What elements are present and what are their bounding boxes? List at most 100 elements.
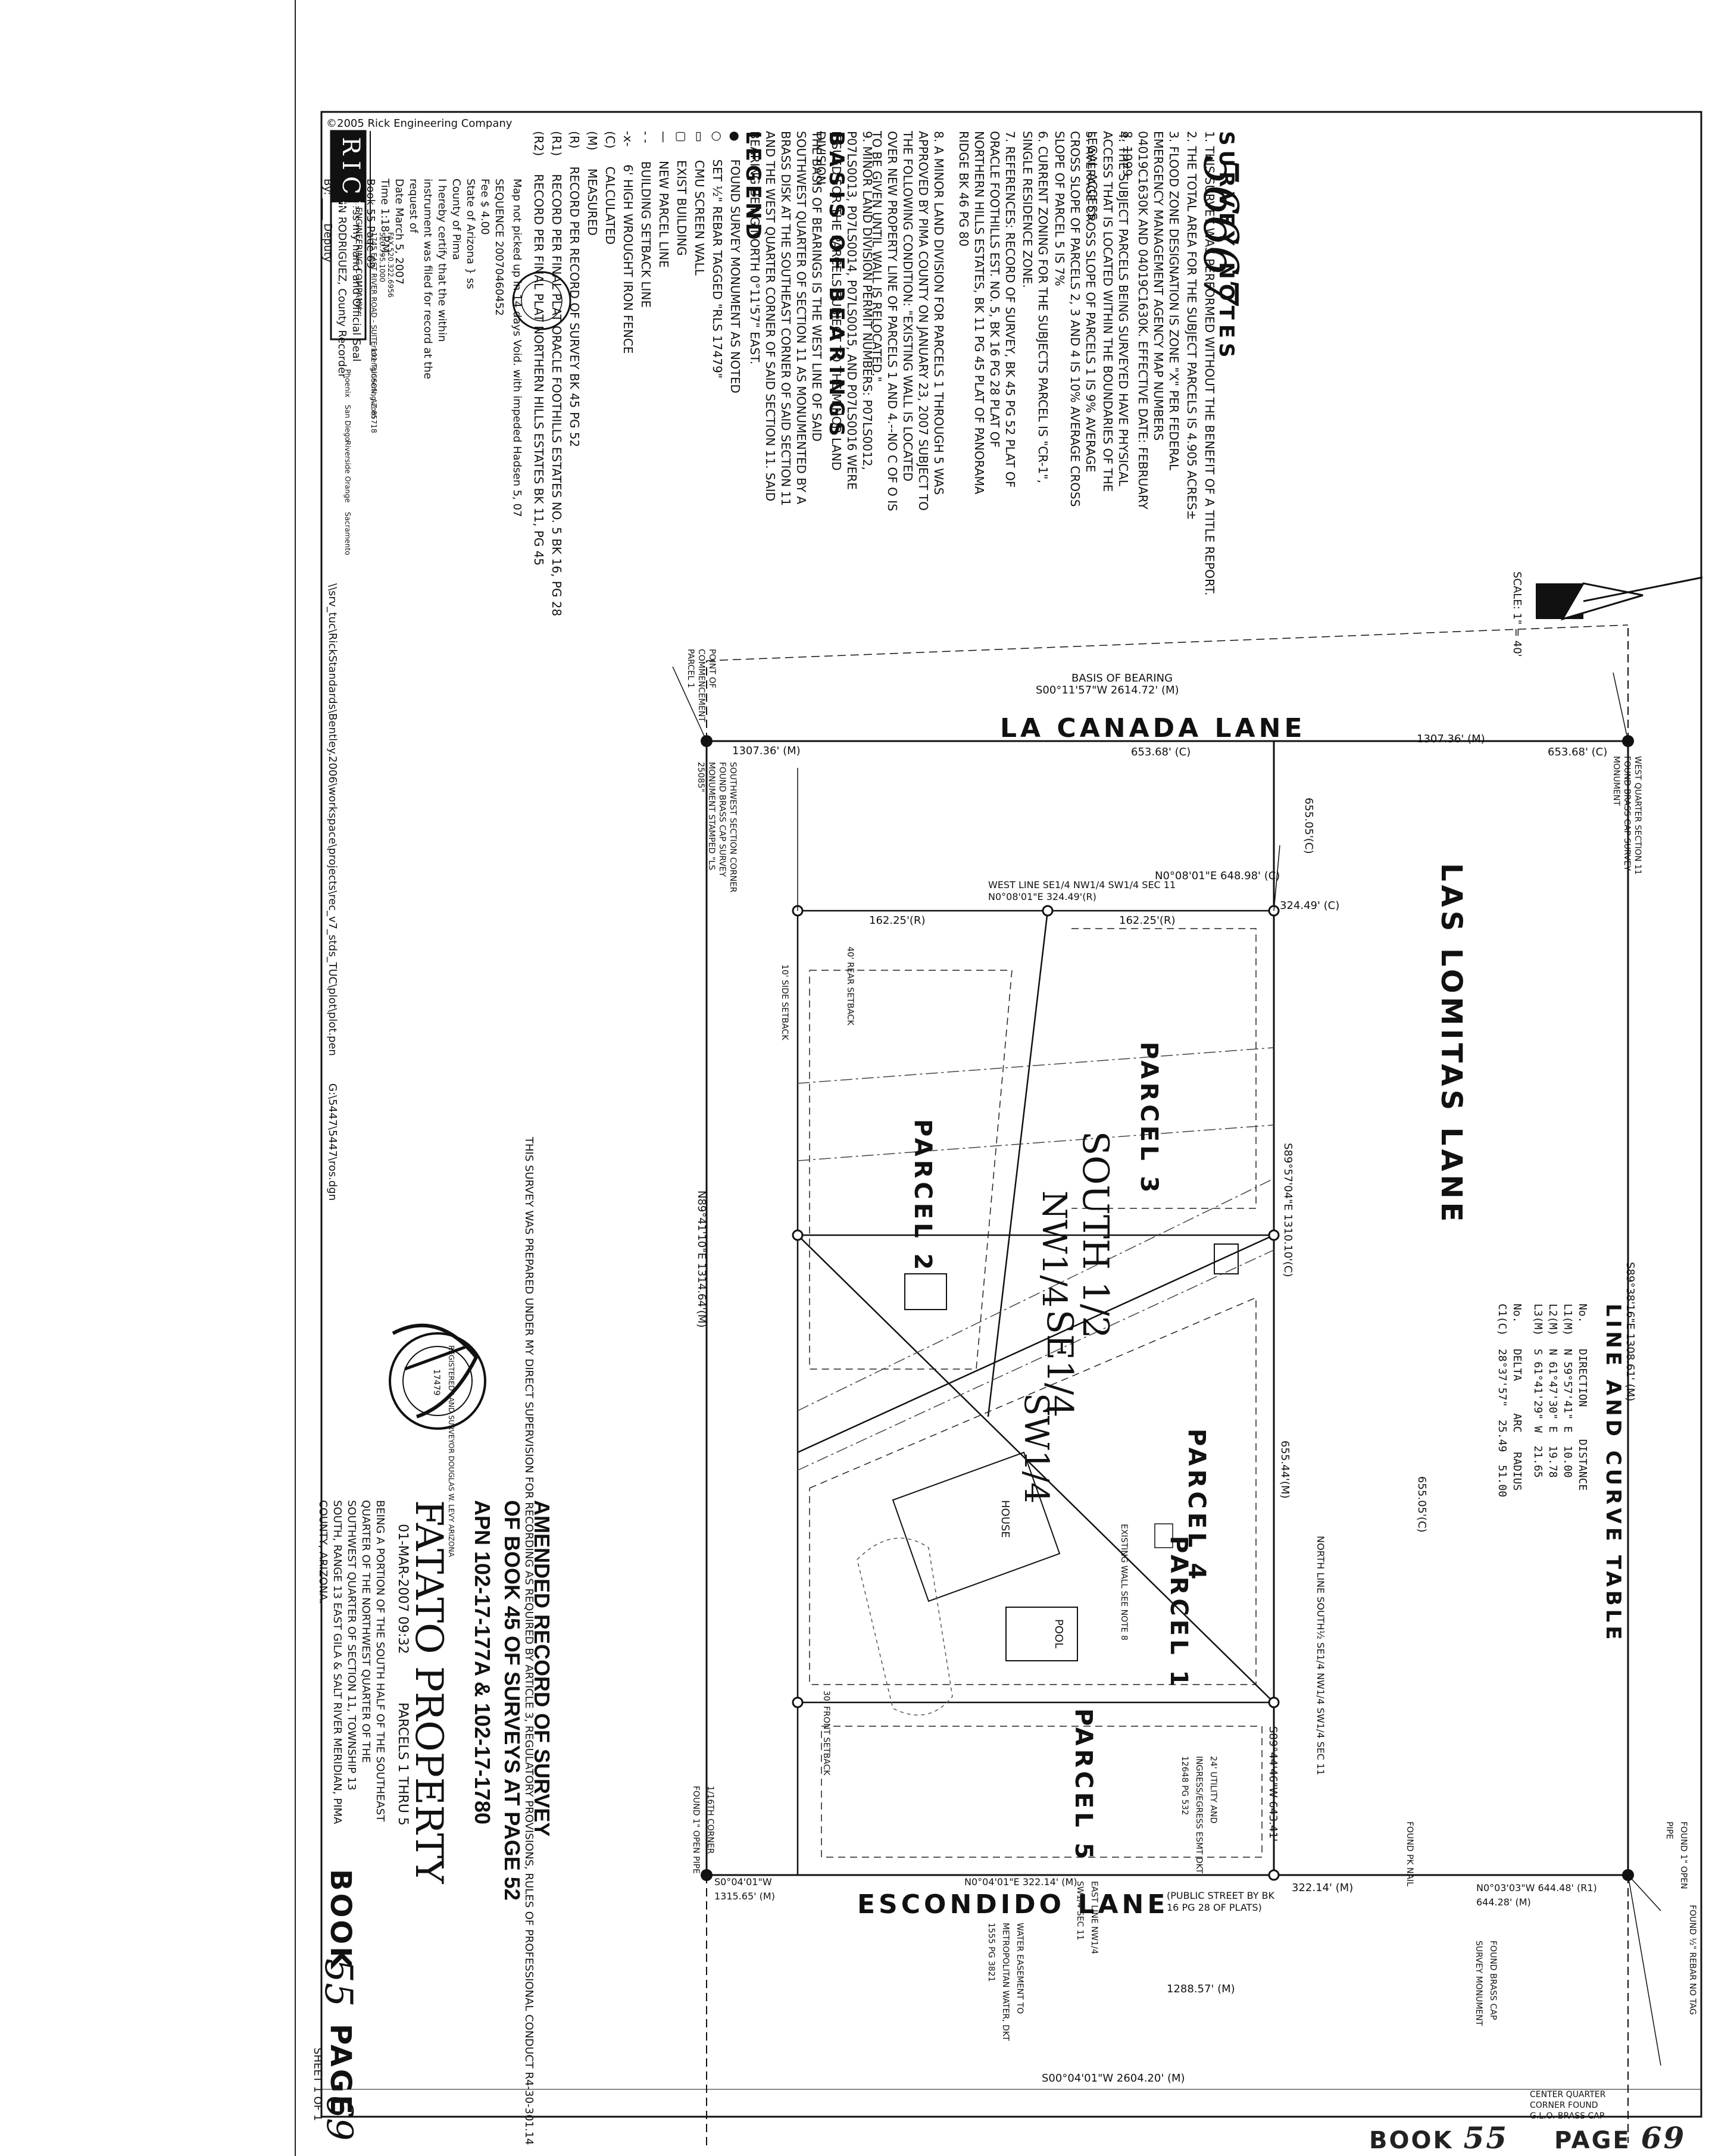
dim-648: N0°08'01"E 648.98' (C) [1155,870,1280,882]
dim-162a: 162.25'(R) [869,914,926,927]
legend-item: (R)RECORD PER RECORD OF SURVEY BK 45 PG … [567,131,582,448]
company-office: Riverside [343,440,352,474]
setback-front-label: 30' FRONT SETBACK [821,1691,831,1776]
survey-notes-title: SURVEY NOTES [1214,131,1238,363]
company-office: San Diego [343,405,352,442]
dim-2604: S00°04'01"W 2604.20' (M) [1042,2072,1185,2085]
north-dim-right: 1307.36' (M) [1417,733,1485,745]
company-web: rickengineering.com [370,345,378,418]
north-c-left: 653.68' (C) [1131,746,1191,758]
title-line-2: OF BOOK 45 OF SURVEYS AT PAGE 52 [500,1500,524,1901]
line-table-header: No. DIRECTION DISTANCE [1576,1304,1589,1491]
legend-item: (R2)RECORD PER FINAL PLAT NORTHERN HILLS… [532,131,546,566]
basis-bearing-label: BASIS OF BEARING [1071,672,1173,685]
survey-note-5: 5. AVERAGE CROSS SLOPE OF PARCELS 1 IS 9… [1052,131,1098,507]
north-arrow-icon [1536,576,1703,621]
nw-quarter-label: NW1/4 [1035,1191,1073,1308]
curve-table-row: C1(C) 28°37'57" 25.49 51.00 [1496,1304,1508,1498]
dim-162b: 162.25'(R) [1119,914,1176,927]
pob-label: POINT OF COMMENCEMENT PARCEL 1 [686,649,717,722]
file-ref: G:\5447\5447\ros.dgn [326,1083,339,1201]
dim-322b: N0°04'01"E 322.14' (M) [964,1876,1077,1888]
legend-item: (M)MEASURED [585,131,599,236]
setback-rear-label: 40' REAR SETBACK [845,946,855,1026]
recorder-map-note: Map not picked up in 14 days Void. with … [511,179,523,517]
scale-label: SCALE: 1" = 40' [1511,571,1523,657]
legend-item: (C)CALCULATED [603,131,617,245]
title-line-3: APN 102-17-177A & 102-17-1780 [470,1500,495,1824]
seal-number: 17479 [432,1369,441,1396]
basis-of-bearings-title: BASIS OF BEARINGS [824,131,848,441]
setback-side-label: 10' SIDE SETBACK [780,964,789,1040]
dim-644: N0°03'03"W 644.48' (R1) 644.28' (M) [1476,1882,1597,1908]
line-table-row: L3(M) S 61°41'29" W 21.65 [1532,1304,1544,1478]
company-sub: ENGINEERING COMPANY [354,207,363,310]
curve-table-header: No. DELTA ARC RADIUS [1511,1304,1523,1491]
recorder-state: State of Arizona } ss [464,179,477,289]
legend-item: ▢EXIST BUILDING [674,131,689,256]
dim-1310: S89°57'04"E 1310.10'(C) [1282,1143,1294,1277]
north-c-right: 653.68' (C) [1548,746,1608,758]
west-quarter-label: WEST QUARTER SECTION 11 FOUND BRASS CAP … [1611,756,1642,875]
found-brass-label: FOUND BRASS CAP SURVEY MONUMENT [1474,1941,1498,2026]
survey-note-1: 1. THIS SURVEY WAS PERFORMED WITHOUT THE… [1202,131,1217,596]
road-south-note: (PUBLIC STREET BY BK 16 PG 28 OF PLATS) [1167,1890,1275,1913]
survey-note-7: 7. REFERENCES: RECORD OF SURVEY, BK 45 P… [957,131,1017,495]
center-quarter-label: CENTER QUARTER CORNER FOUND G.L.O. BRASS… [1530,2090,1606,2121]
copyright-line: ©2005 Rick Engineering Company [326,117,513,130]
north-line-label: NORTH LINE SOUTH½ SE1/4 NW1/4 SW1/4 SEC … [1315,1536,1326,1776]
north-dim-left: 1307.36' (M) [732,745,801,757]
west-line-dim: N0°08'01"E 324.49'(R) [988,891,1096,902]
recorder-county: County of Pima [450,179,463,260]
legend-item: - -BUILDING SETBACK LINE [639,131,653,308]
survey-note-8: 8. A MINOR LAND DIVISION FOR PARCELS 1 T… [870,131,946,511]
road-north: LA CANADA LANE [1000,713,1306,743]
line-table-row: L1(M) N 59°57'41" E 10.00 [1561,1304,1574,1478]
found-pk-label: FOUND PK NAIL [1405,1821,1414,1887]
company-office: Phoenix [343,369,352,398]
utility-label: 24' UTILITY AND INGRESS/EGRESS ESMT DKT … [1180,1756,1218,1874]
legend-item: —NEW PARCEL LINE [657,131,671,268]
legend-item: -x-6' HIGH WROUGHT IRON FENCE [621,131,635,354]
parcel-5-label: PARCEL 5 [1070,1708,1097,1863]
property-name: FATATO PROPERTY [407,1500,451,1884]
parcel-2-label: PARCEL 2 [909,1119,936,1274]
company-office: Sacramento [343,512,352,555]
book-label: BOOK [324,1869,357,1971]
found-rebar-notag-label: FOUND ½" REBAR NO TAG [1688,1905,1697,2016]
parcel-4-label: PARCEL 4 [1183,1429,1210,1583]
recorder-certify: I hereby certify that the within instrum… [407,179,448,379]
recorder-fee: Fee $ 4.00 [479,179,491,235]
water-easement-label: WATER EASEMENT TO METROPOLITAN WATER, DK… [986,1923,1024,2041]
road-east: LAS LOMITAS LANE [1435,863,1468,1226]
dim-1314: N89°41'10"E 1314.64'(M) [695,1191,708,1328]
dim-322: 322.14' (M) [1292,1882,1354,1894]
dim-1308: S89°38'16"E 1308.61' (M) [1624,1262,1636,1402]
survey-note-6: 6. CURRENT ZONING FOR THE SUBJECTS PARCE… [1020,131,1050,483]
road-south: ESCONDIDO LANE [857,1889,1169,1920]
sw-quarter-label: SW1/4 [1017,1393,1055,1504]
pool-label: POOL [1052,1619,1065,1649]
file-path: \\srv_tuc\RickStandards\Bentley.2006\wor… [326,583,339,1056]
line-table-row: L2(M) N 61°47'30" E 19.78 [1546,1304,1559,1478]
legend-item: (R1)RECORD PER FINAL PLAT ORACLE FOOTHIL… [549,131,564,617]
company-office: Orange [343,476,352,503]
survey-note-2: 2. THE TOTAL AREA FOR THE SUBJECT PARCEL… [1185,131,1199,520]
sw-corner-label: SOUTHWEST SECTION CORNER FOUND BRASS CAP… [696,762,738,893]
parcel-3-label: PARCEL 3 [1135,1042,1163,1196]
line-curve-table-title: LINE AND CURVE TABLE [1601,1304,1625,1643]
legend-item: ▭CMU SCREEN WALL [692,131,707,276]
legend-title: LEGEND [741,131,765,243]
dim-655-44: 655.44'(M) [1279,1441,1291,1499]
dim-1288: 1288.57' (M) [1167,1983,1235,1995]
company-fax: FAX 520.322.6956 [386,232,395,298]
recorder-sequence: SEQUENCE 20070460452 [493,179,505,316]
book-number: 55 [316,1958,360,2007]
bottom-stamp: BOOK 55 PAGE 69 [1369,2120,1686,2155]
dim-655: 655.05'(C) [1302,798,1315,854]
recorder-by: By: ____ Deputy [321,179,334,263]
surveyor-seal [389,1323,486,1430]
found-open-pipe-label: FOUND 1" OPEN PIPE [1664,1821,1688,1889]
